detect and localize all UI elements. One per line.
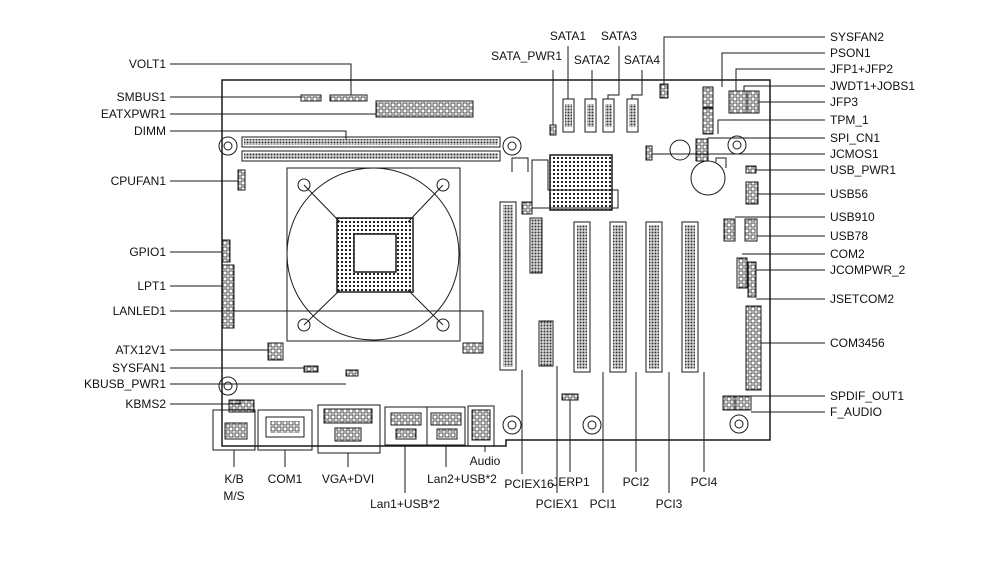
label-sysfan2: SYSFAN2 <box>830 30 885 44</box>
pciex1-slot <box>538 320 554 367</box>
label-kbusb-pwr1: KBUSB_PWR1 <box>83 377 166 391</box>
cpu-socket <box>286 167 461 342</box>
label-sysfan1: SYSFAN1 <box>111 361 166 375</box>
jerp1-header <box>561 393 579 401</box>
label-cpufan1: CPUFAN1 <box>110 174 166 188</box>
pciex16-slot <box>499 157 529 371</box>
label-lan1-usb2: Lan1+USB*2 <box>370 497 440 511</box>
sysfan2-header <box>659 83 669 99</box>
com2-header <box>736 257 748 289</box>
label-usb56: USB56 <box>830 187 869 201</box>
label-jerp1: JERP1 <box>552 475 590 489</box>
label-com1: COM1 <box>267 472 303 486</box>
label-lan2-usb2: Lan2+USB*2 <box>427 472 497 486</box>
jcmos1-header <box>645 145 653 161</box>
label-jcompwr2: JCOMPWR_2 <box>830 263 906 277</box>
smbus1-header <box>300 94 322 102</box>
pci-slots <box>573 221 699 373</box>
small-chip <box>529 217 543 274</box>
label-sata-pwr1: SATA_PWR1 <box>491 49 562 63</box>
spi-cn1-component <box>669 139 691 161</box>
label-pci2: PCI2 <box>622 475 650 489</box>
dimm-slots <box>241 136 501 162</box>
label-gpio1: GPIO1 <box>129 245 166 259</box>
jwdt-header <box>746 90 760 114</box>
label-com3456: COM3456 <box>830 336 885 350</box>
label-kb: K/B <box>224 472 244 486</box>
label-tpm1: TPM_1 <box>830 113 869 127</box>
jcompwr2-header <box>747 261 757 298</box>
label-volt1: VOLT1 <box>128 57 166 71</box>
label-usb78: USB78 <box>830 229 869 243</box>
label-lpt1: LPT1 <box>137 279 166 293</box>
label-spdif-out1: SPDIF_OUT1 <box>830 389 905 403</box>
usb-pwr1-header <box>745 165 757 174</box>
label-kbms2: KBMS2 <box>125 397 166 411</box>
label-com2: COM2 <box>830 247 865 261</box>
label-pci3: PCI3 <box>655 497 683 511</box>
lpt1-header <box>221 264 235 329</box>
battery <box>690 160 726 196</box>
label-jwdt1-jobs1: JWDT1+JOBS1 <box>830 79 916 93</box>
label-spi-cn1: SPI_CN1 <box>830 131 881 145</box>
label-jfp1-jfp2: JFP1+JFP2 <box>830 62 894 76</box>
label-eatxpwr1: EATXPWR1 <box>100 107 166 121</box>
board-outline <box>221 79 771 447</box>
label-jcmos1: JCMOS1 <box>830 147 879 161</box>
usb910-header <box>723 218 736 242</box>
kbusb-pwr1-header <box>345 369 359 377</box>
eatxpwr1-connector <box>375 100 474 118</box>
gpio1-header <box>221 239 231 263</box>
label-pciex1: PCIEX1 <box>535 497 579 511</box>
chipset <box>531 154 619 211</box>
label-f-audio: F_AUDIO <box>830 405 883 419</box>
label-sata3: SATA3 <box>600 29 638 43</box>
rear-io <box>212 399 495 454</box>
label-lanled1: LANLED1 <box>112 304 166 318</box>
usb56-header <box>745 181 759 205</box>
label-ms: M/S <box>223 489 245 503</box>
leader-lines <box>170 36 825 493</box>
atx12v1-connector <box>267 342 284 361</box>
label-pciex16: PCIEX16 <box>504 477 554 491</box>
pson1-header <box>702 86 714 108</box>
tpm1-header <box>702 107 714 135</box>
label-audio: Audio <box>469 454 501 468</box>
label-smbus1: SMBUS1 <box>116 90 166 104</box>
cpufan1-header <box>237 169 246 191</box>
label-pci1: PCI1 <box>589 497 617 511</box>
spdif-out1-header <box>722 395 736 411</box>
label-usb-pwr1: USB_PWR1 <box>830 163 897 177</box>
label-jfp3: JFP3 <box>830 95 859 109</box>
f-audio-header <box>734 395 752 411</box>
label-jsetcom2: JSETCOM2 <box>830 292 895 306</box>
sata-pwr1-connector <box>549 124 557 136</box>
usb78-header <box>744 218 758 242</box>
label-pson1: PSON1 <box>830 46 871 60</box>
sysfan1-header <box>303 365 319 373</box>
label-sata1: SATA1 <box>549 29 587 43</box>
label-sata4: SATA4 <box>623 53 661 67</box>
mounting-hole <box>218 135 749 435</box>
jfp-header <box>728 90 748 114</box>
label-sata2: SATA2 <box>573 53 611 67</box>
label-pci4: PCI4 <box>690 475 718 489</box>
sata-connectors <box>562 98 639 133</box>
volt1-header <box>329 94 368 102</box>
label-dimm: DIMM <box>134 124 166 138</box>
label-usb910: USB910 <box>830 210 875 224</box>
com3456-header <box>745 305 762 391</box>
label-vga-dvi: VGA+DVI <box>321 472 375 486</box>
lanled1-header <box>462 342 484 354</box>
label-atx12v1: ATX12V1 <box>115 343 166 357</box>
